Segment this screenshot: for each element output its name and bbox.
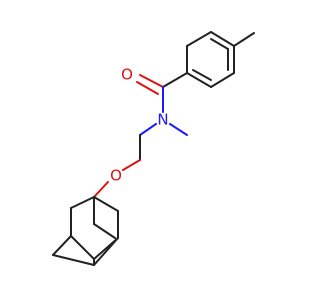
- nitrogen-methyl-bond: [169, 123, 188, 136]
- ring-bond: [186, 72, 212, 88]
- cage-bond: [93, 196, 119, 212]
- structure-canvas: O N O: [52, 31, 255, 266]
- cage-bond: [52, 254, 95, 266]
- ring-double-bond: [210, 38, 229, 50]
- carbonyl-double-bond: [136, 74, 164, 95]
- ring-bond: [186, 31, 212, 47]
- adamantane-cage: [52, 196, 119, 266]
- ring-bond: [210, 31, 235, 47]
- ring-bond: [210, 72, 235, 88]
- cage-bond: [70, 235, 95, 260]
- cage-bond: [52, 235, 72, 256]
- cage-bond: [93, 223, 116, 239]
- cage-bond: [93, 237, 119, 266]
- benzene-ring: [186, 31, 235, 88]
- nitrogen-ethyl-bond: [139, 123, 157, 136]
- aryl-carbonyl-bond: [162, 72, 188, 88]
- aryl-methyl-bond: [233, 32, 255, 47]
- amide-nitrogen-label: N: [157, 111, 168, 129]
- cage-bond: [70, 196, 95, 209]
- carbonyl-oxygen-label: O: [121, 66, 133, 84]
- oxygen-adamantyl-bond: [93, 181, 109, 198]
- carbonyl-bond-line: [139, 74, 164, 88]
- ring-double-bond: [192, 69, 212, 81]
- ethyl-oxygen-bond: [122, 159, 141, 171]
- carbonyl-bond-line: [136, 81, 159, 95]
- ether-oxygen-label: O: [110, 167, 122, 185]
- molecule-drawing: O N O: [52, 31, 255, 266]
